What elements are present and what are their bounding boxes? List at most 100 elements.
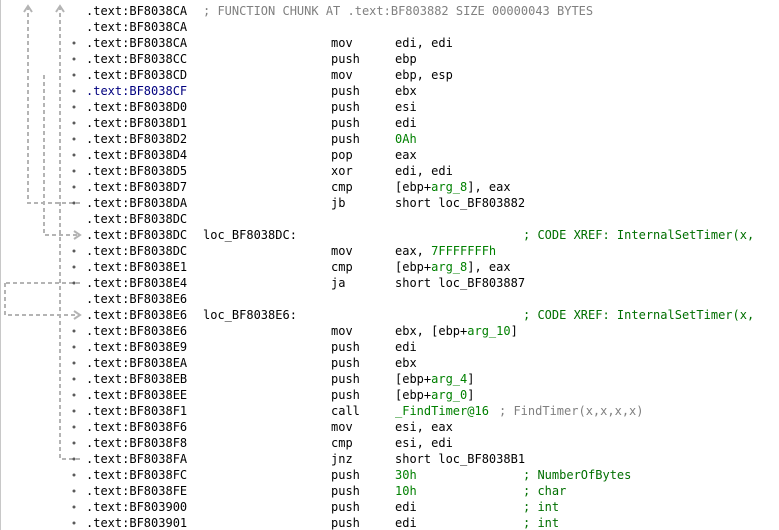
line-address[interactable]: .text:BF8038F6 bbox=[86, 420, 188, 434]
line-address[interactable]: .text:BF8038F1 bbox=[86, 404, 188, 418]
line-address[interactable]: .text:BF8038D4 bbox=[86, 148, 188, 162]
line-address[interactable]: .text:BF8038D5 bbox=[86, 164, 188, 178]
disassembly-listing[interactable]: .text:BF8038CA ; FUNCTION CHUNK AT .text:… bbox=[0, 3, 779, 530]
instruction-operands[interactable]: eax, 7FFFFFFFh bbox=[395, 243, 496, 259]
instruction-operands[interactable]: esi, edi bbox=[395, 435, 453, 451]
instruction-operands[interactable]: ebx bbox=[395, 355, 417, 371]
disasm-line[interactable]: .text:BF8038CA bbox=[0, 19, 779, 35]
line-address[interactable]: .text:BF8038F8 bbox=[86, 436, 188, 450]
line-address[interactable]: .text:BF8038CA bbox=[86, 20, 188, 34]
loc-dc-arrow bbox=[43, 75, 80, 236]
instruction-operands[interactable]: 30h bbox=[395, 467, 417, 483]
instruction-operands[interactable]: edi bbox=[395, 499, 417, 515]
instruction-operands[interactable]: ebp bbox=[395, 51, 417, 67]
line-address[interactable]: .text:BF8038D2 bbox=[86, 132, 188, 146]
line-address[interactable]: .text:BF8038E6 bbox=[86, 292, 188, 306]
line-address[interactable]: .text:BF8038EE bbox=[86, 388, 188, 402]
line-address[interactable]: .text:BF8038CD bbox=[86, 68, 188, 82]
instruction-operands[interactable]: edi bbox=[395, 115, 417, 131]
code-label[interactable]: loc_BF8038E6: bbox=[203, 308, 297, 322]
line-address[interactable]: .text:BF803901 bbox=[86, 516, 188, 530]
disasm-line[interactable]: .text:BF8038CA ; FUNCTION CHUNK AT .text:… bbox=[0, 3, 779, 19]
line-address[interactable]: .text:BF8038D1 bbox=[86, 116, 188, 130]
line-address[interactable]: .text:BF8038E4 bbox=[86, 276, 188, 290]
line-address[interactable]: .text:BF8038FA bbox=[86, 452, 188, 466]
line-address[interactable]: .text:BF8038DC bbox=[86, 244, 188, 258]
line-address[interactable]: .text:BF8038EB bbox=[86, 372, 188, 386]
instruction-operands[interactable]: 10h bbox=[395, 483, 417, 499]
disasm-line[interactable]: .text:BF8038E6 mov ebx, [ebp+arg_10] bbox=[0, 323, 779, 339]
instruction-operands[interactable]: eax bbox=[395, 147, 417, 163]
line-address[interactable]: .text:BF8038D0 bbox=[86, 100, 188, 114]
instruction-operands[interactable]: edi bbox=[395, 339, 417, 355]
line-address[interactable]: .text:BF8038E9 bbox=[86, 340, 188, 354]
line-address[interactable]: .text:BF8038E6 bbox=[86, 308, 188, 322]
instruction-operands[interactable]: edi bbox=[395, 515, 417, 530]
line-address[interactable]: .text:BF8038FE bbox=[86, 484, 188, 498]
instruction-operands[interactable]: [ebp+arg_4] bbox=[395, 371, 474, 387]
line-address[interactable]: .text:BF8038CA bbox=[86, 4, 188, 18]
line-address[interactable]: .text:BF803900 bbox=[86, 500, 188, 514]
instruction-operands[interactable]: [ebp+arg_0] bbox=[395, 387, 474, 403]
line-address[interactable]: .text:BF8038EA bbox=[86, 356, 188, 370]
line-address[interactable]: .text:BF8038E6 bbox=[86, 324, 188, 338]
instruction-mnemonic: mov bbox=[331, 324, 353, 338]
disasm-line[interactable]: .text:BF8038DC bbox=[0, 211, 779, 227]
line-address[interactable]: .text:BF8038DC bbox=[86, 212, 188, 226]
instruction-operands[interactable]: short loc_BF803887 bbox=[395, 275, 525, 291]
instruction-operands[interactable]: 0Ah bbox=[395, 131, 417, 147]
disasm-line[interactable]: .text:BF8038E6 bbox=[0, 291, 779, 307]
instruction-operands[interactable]: esi bbox=[395, 99, 417, 115]
instruction-operands[interactable]: [ebp+arg_8], eax bbox=[395, 179, 511, 195]
line-address[interactable]: .text:BF8038E1 bbox=[86, 260, 188, 274]
instruction-operands[interactable]: ebx bbox=[395, 83, 417, 99]
instruction-operands[interactable]: esi, eax bbox=[395, 419, 453, 435]
line-address[interactable]: .text:BF8038D7 bbox=[86, 180, 188, 194]
instruction-operands[interactable]: ebp, esp bbox=[395, 67, 453, 83]
instruction-operands[interactable]: [ebp+arg_8], eax bbox=[395, 259, 511, 275]
instruction-operands[interactable]: edi, edi bbox=[395, 35, 453, 51]
code-label[interactable]: loc_BF8038DC: bbox=[203, 228, 297, 242]
instruction-operands[interactable]: edi, edi bbox=[395, 163, 453, 179]
line-address[interactable]: .text:BF8038CA bbox=[86, 36, 188, 50]
line-address[interactable]: .text:BF8038DA bbox=[86, 196, 188, 210]
instruction-operands[interactable]: short loc_BF803882 bbox=[395, 195, 525, 211]
line-address[interactable]: .text:BF8038CF bbox=[86, 84, 188, 98]
instruction-operands[interactable]: _FindTimer@16 bbox=[395, 403, 489, 419]
line-address[interactable]: .text:BF8038FC bbox=[86, 468, 188, 482]
instruction-operands[interactable]: ebx, [ebp+arg_10] bbox=[395, 323, 518, 339]
line-address[interactable]: .text:BF8038CC bbox=[86, 52, 188, 66]
line-comment: ; FUNCTION CHUNK AT .text:BF803882 SIZE … bbox=[203, 4, 594, 18]
line-address[interactable]: .text:BF8038DC bbox=[86, 228, 188, 242]
instruction-operands[interactable]: short loc_BF8038B1 bbox=[395, 451, 525, 467]
